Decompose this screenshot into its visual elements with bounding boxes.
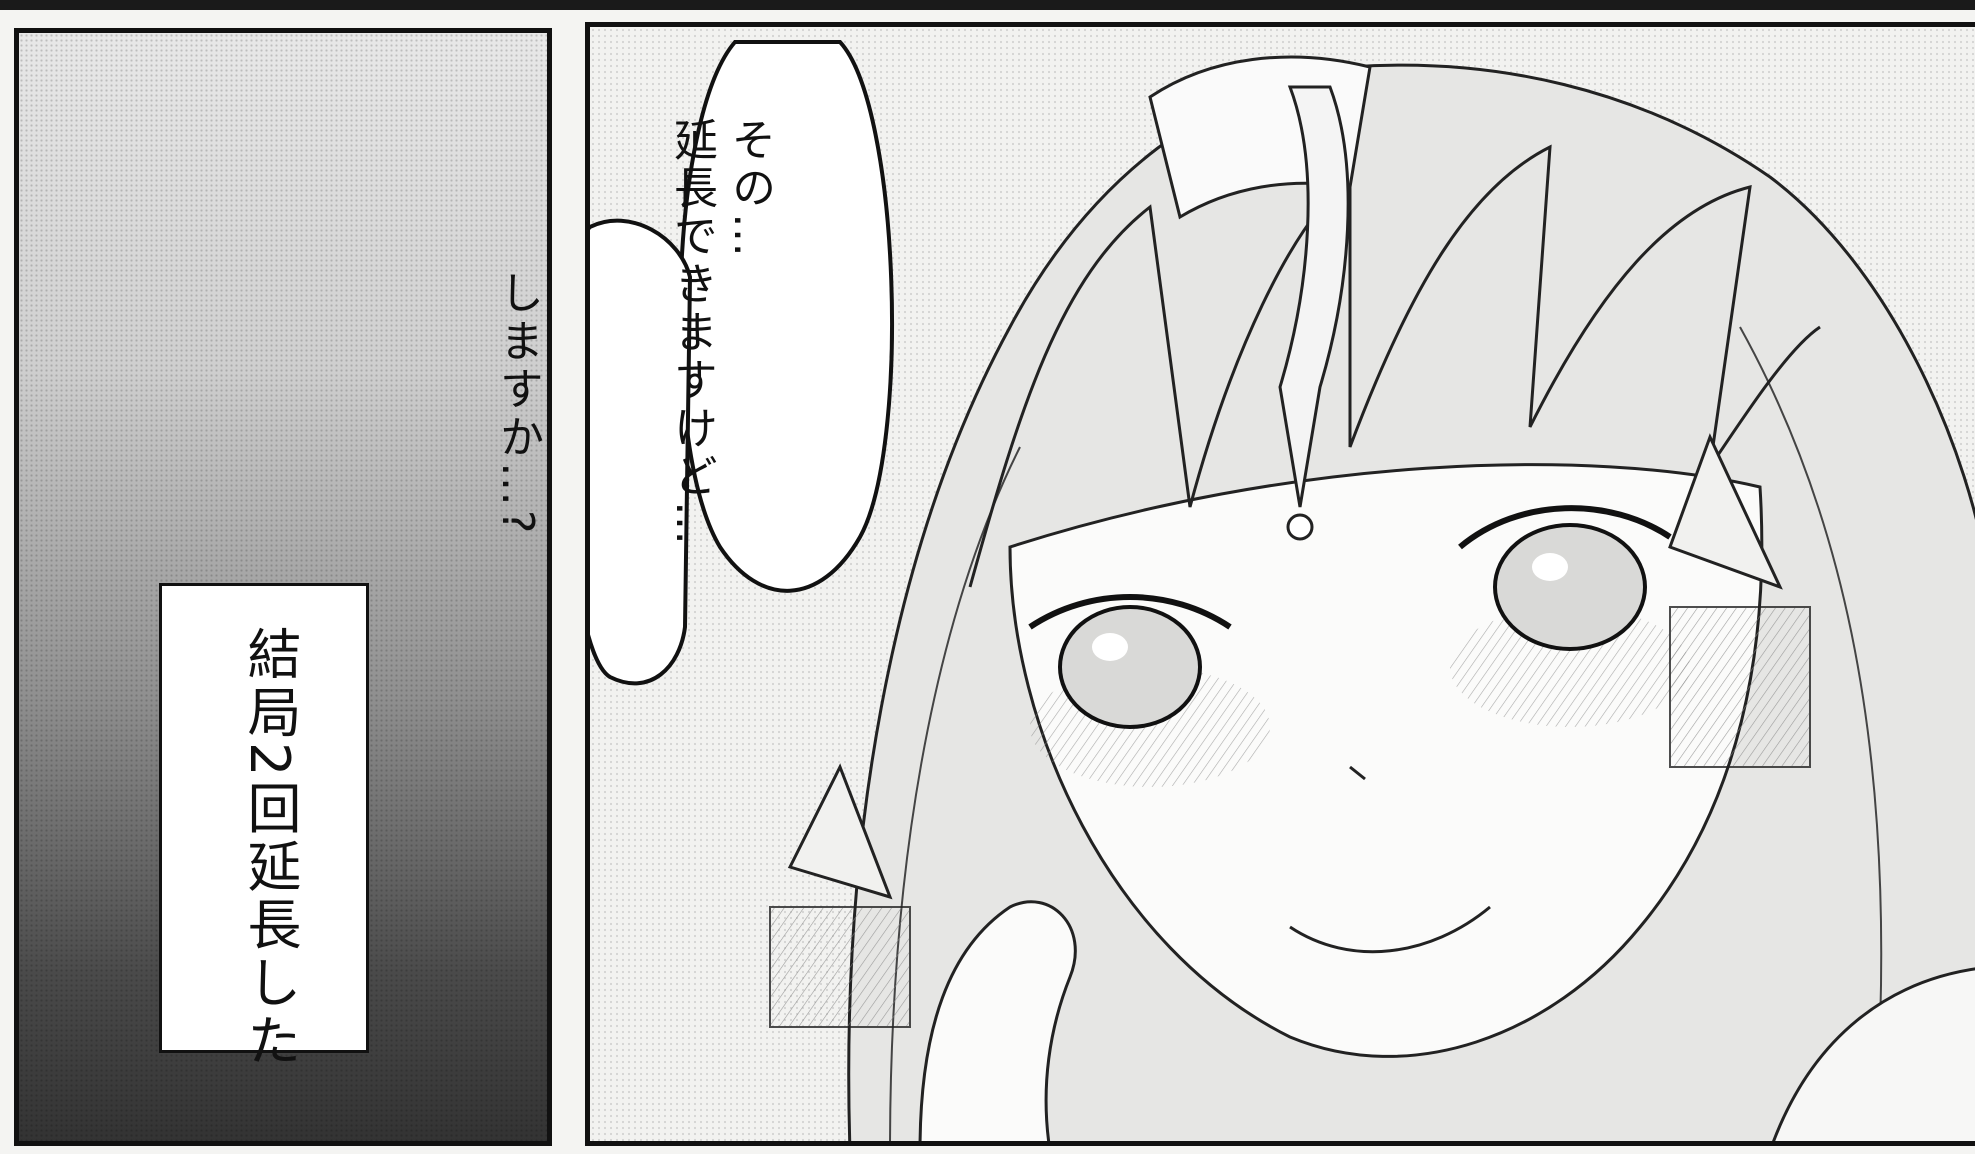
speech-bubble-1: [678, 40, 894, 593]
caption-text: 結局2回延長した: [238, 626, 301, 1071]
speech-bubble-2: [590, 218, 693, 686]
top-panel-border: [0, 0, 1975, 10]
speech-bubble-2-text: しますか…?: [492, 270, 543, 538]
speech-line-2: 延長できますけど…: [666, 117, 717, 549]
speech-bubble-1-text: その… 延長できますけど…: [662, 117, 778, 549]
right-panel: その… 延長できますけど…: [585, 22, 1975, 1146]
character-illustration: [590, 27, 1975, 1141]
caption-box: 結局2回延長した: [159, 583, 369, 1070]
speech-line-1: その…: [724, 117, 775, 261]
left-panel: 結局2回延長した: [14, 28, 552, 1146]
